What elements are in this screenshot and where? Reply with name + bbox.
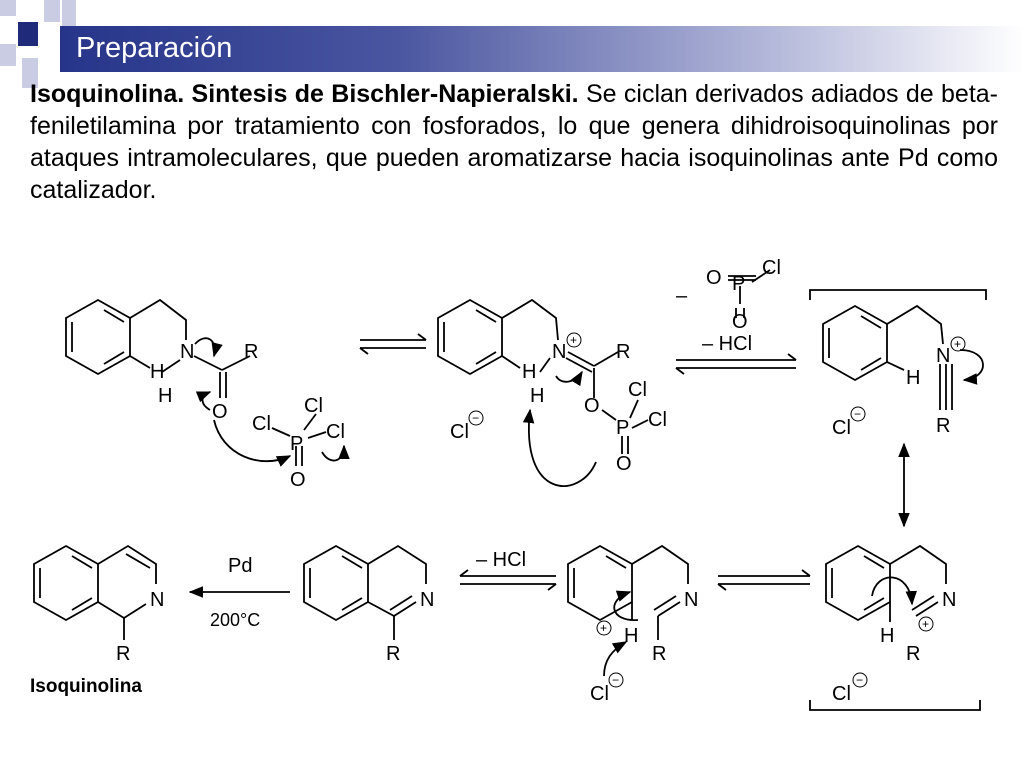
molecule-isoquinoline bbox=[33, 544, 157, 640]
svg-text:−: − bbox=[854, 407, 861, 421]
svg-text:+: + bbox=[600, 621, 607, 635]
chloride-4: Cl bbox=[590, 683, 609, 705]
slide-title: Preparación bbox=[76, 32, 233, 64]
molecule-dihydroisoquinoline bbox=[303, 544, 427, 640]
svg-text:+: + bbox=[954, 337, 961, 351]
svg-text:−: − bbox=[856, 673, 863, 687]
cation-h: H bbox=[880, 625, 894, 647]
svg-text:+: + bbox=[570, 333, 577, 347]
dihydro-n: N bbox=[420, 589, 434, 611]
charge-minus-cl-4: − bbox=[608, 672, 624, 688]
reagent-minus: – bbox=[676, 285, 688, 307]
iminium-p: P bbox=[616, 417, 629, 439]
deco-square-light-3 bbox=[62, 0, 76, 28]
iminium-o2: O bbox=[616, 453, 632, 475]
pocl3-cl-right: Cl bbox=[326, 421, 345, 443]
reagent-minus-hcl: – HCl bbox=[702, 333, 752, 355]
amide-h1: H bbox=[150, 361, 164, 383]
amide-h2: H bbox=[158, 385, 172, 407]
svg-text:−: − bbox=[612, 673, 619, 687]
iminium-cl-top: Cl bbox=[628, 379, 647, 401]
reagent-o-bottom: O bbox=[732, 311, 748, 333]
iminium-h2: H bbox=[530, 385, 544, 407]
nitrilium-n: N bbox=[936, 345, 950, 367]
reagent-o-left: O bbox=[706, 267, 722, 289]
charge-minus-cl-2: − bbox=[850, 406, 866, 422]
cation-n: N bbox=[942, 589, 956, 611]
amide-r: R bbox=[244, 341, 258, 363]
hcl-label: – HCl bbox=[476, 549, 526, 571]
equilibrium-arrow-hcl bbox=[459, 569, 557, 591]
forward-arrow-pocl bbox=[675, 269, 797, 375]
deco-square-light-1 bbox=[0, 0, 16, 16]
iminium-r: R bbox=[616, 341, 630, 363]
isoquinoline-n: N bbox=[150, 589, 164, 611]
chloride-1: Cl bbox=[450, 421, 469, 443]
iminium-cl-right: Cl bbox=[648, 409, 667, 431]
charge-plus-iminium: + bbox=[566, 332, 582, 348]
pocl3-cl-top: Cl bbox=[304, 395, 323, 417]
pocl3-p: P bbox=[290, 433, 303, 455]
iminium-n: N bbox=[552, 341, 566, 363]
chloride-2: Cl bbox=[832, 417, 851, 439]
iminium-o: O bbox=[584, 395, 600, 417]
molecule-amide bbox=[65, 298, 350, 467]
body-bold-lead: Isoquinolina. Sintesis de Bischler-Napie… bbox=[30, 80, 579, 108]
amide-o: O bbox=[212, 401, 228, 423]
molecule-cyclized-cation bbox=[809, 544, 981, 711]
svg-text:−: − bbox=[472, 411, 479, 425]
sigma-n: N bbox=[684, 589, 698, 611]
reagent-p: P bbox=[732, 273, 745, 295]
charge-plus-cation: + bbox=[918, 616, 934, 632]
pocl3-o: O bbox=[290, 469, 306, 491]
deco-square-light-2 bbox=[44, 0, 60, 22]
deco-square-light-5 bbox=[22, 58, 38, 88]
equilibrium-arrow-1 bbox=[359, 333, 427, 355]
nitrilium-h: H bbox=[906, 367, 920, 389]
dihydro-r: R bbox=[386, 643, 400, 665]
chloride-3: Cl bbox=[832, 683, 851, 705]
equilibrium-arrow-2 bbox=[717, 569, 811, 591]
charge-minus-cl-3: − bbox=[852, 672, 868, 688]
sigma-h: H bbox=[624, 625, 638, 647]
temperature-label: 200°C bbox=[210, 610, 260, 630]
cation-r: R bbox=[906, 643, 920, 665]
molecule-iminium bbox=[437, 298, 649, 487]
iminium-h1: H bbox=[522, 361, 536, 383]
slide-body: Isoquinolina. Sintesis de Bischler-Napie… bbox=[30, 78, 998, 206]
charge-plus-nitrilium: + bbox=[950, 336, 966, 352]
deco-square-dark bbox=[18, 22, 38, 46]
pd-label: Pd bbox=[228, 555, 252, 577]
title-bar bbox=[60, 26, 1024, 72]
charge-minus-cl-1: − bbox=[468, 410, 484, 426]
molecule-sigma-complex bbox=[567, 544, 689, 677]
isoquinoline-r: R bbox=[116, 643, 130, 665]
pocl3-cl-left: Cl bbox=[252, 413, 271, 435]
sigma-r: R bbox=[652, 643, 666, 665]
svg-text:+: + bbox=[922, 617, 929, 631]
product-label: Isoquinolina bbox=[30, 676, 142, 697]
amide-n: N bbox=[180, 341, 194, 363]
molecule-nitrilium bbox=[809, 289, 987, 410]
nitrilium-r: R bbox=[936, 415, 950, 437]
deco-square-light-4 bbox=[0, 44, 16, 66]
charge-plus-sigma: + bbox=[596, 620, 612, 636]
body-text-rest: Se ciclan derivados adiados de beta-feni… bbox=[30, 80, 999, 204]
reagent-cl: Cl bbox=[762, 257, 781, 279]
